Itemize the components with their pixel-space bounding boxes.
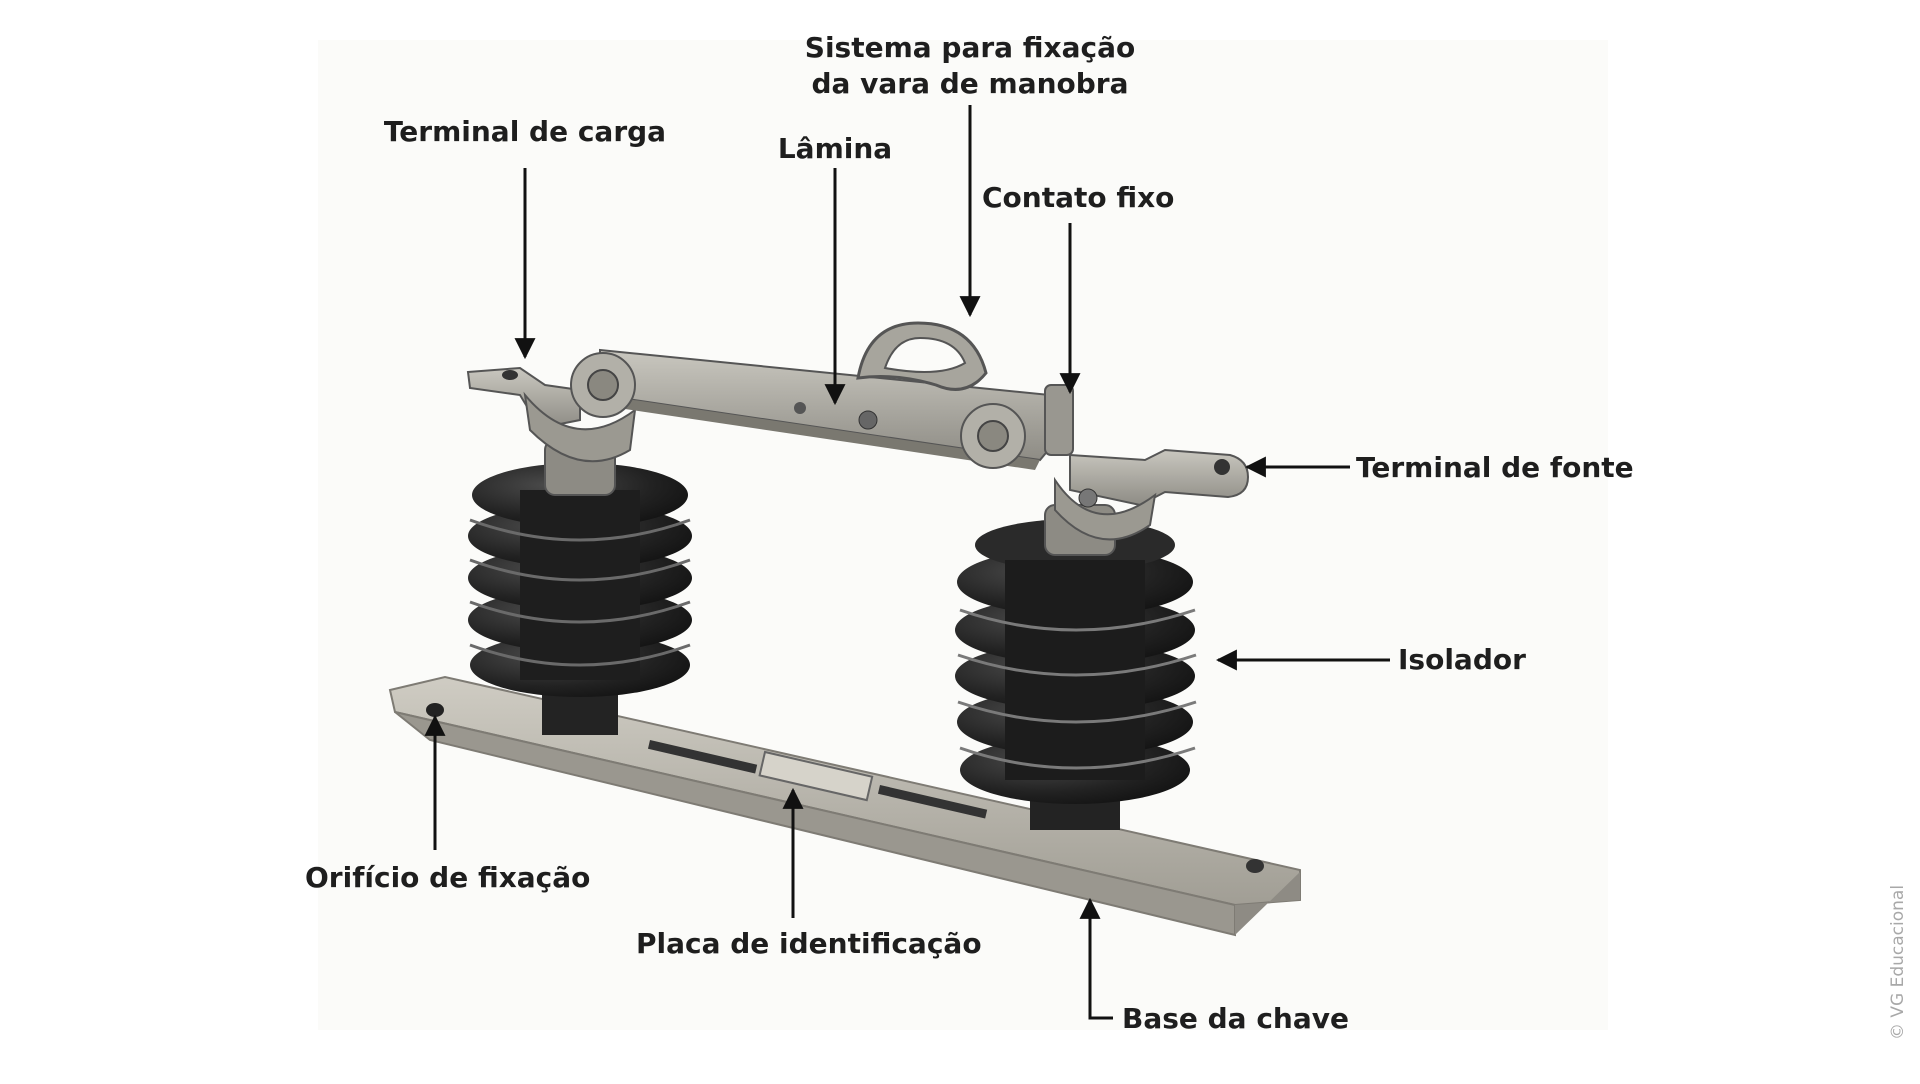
- label-terminal-carga: Terminal de carga: [383, 115, 667, 148]
- label-contato-fixo: Contato fixo: [982, 181, 1175, 214]
- label-sistema-line2: da vara de manobra: [811, 67, 1129, 100]
- mounting-hole-right: [1246, 859, 1264, 873]
- fixed-contact: [1044, 384, 1074, 456]
- label-terminal-fonte: Terminal de fonte: [1356, 451, 1634, 484]
- label-sistema-line1: Sistema para fixação: [804, 31, 1136, 64]
- insulator-left: [468, 439, 692, 735]
- label-lamina: Lâmina: [777, 132, 893, 165]
- base-slot-right: [877, 785, 988, 819]
- mounting-hole-left: [426, 703, 444, 717]
- label-base: Base da chave: [1122, 1002, 1349, 1035]
- load-terminal: [466, 366, 637, 463]
- credit-watermark: © VG Educacional: [1888, 884, 1908, 1040]
- label-sistema-fixacion: Sistema para fixação da vara de manobra: [805, 30, 1135, 102]
- label-isolador: Isolador: [1398, 643, 1526, 676]
- label-orificio: Orifício de fixação: [305, 861, 591, 894]
- base-slot-left: [647, 740, 758, 774]
- insulator-right: [955, 504, 1197, 830]
- callout-arrows: [424, 105, 1390, 1020]
- source-terminal: [1044, 384, 1250, 541]
- identification-plate: [758, 750, 874, 802]
- label-placa: Placa de identificação: [636, 927, 982, 960]
- arrow-base: [1079, 897, 1113, 1020]
